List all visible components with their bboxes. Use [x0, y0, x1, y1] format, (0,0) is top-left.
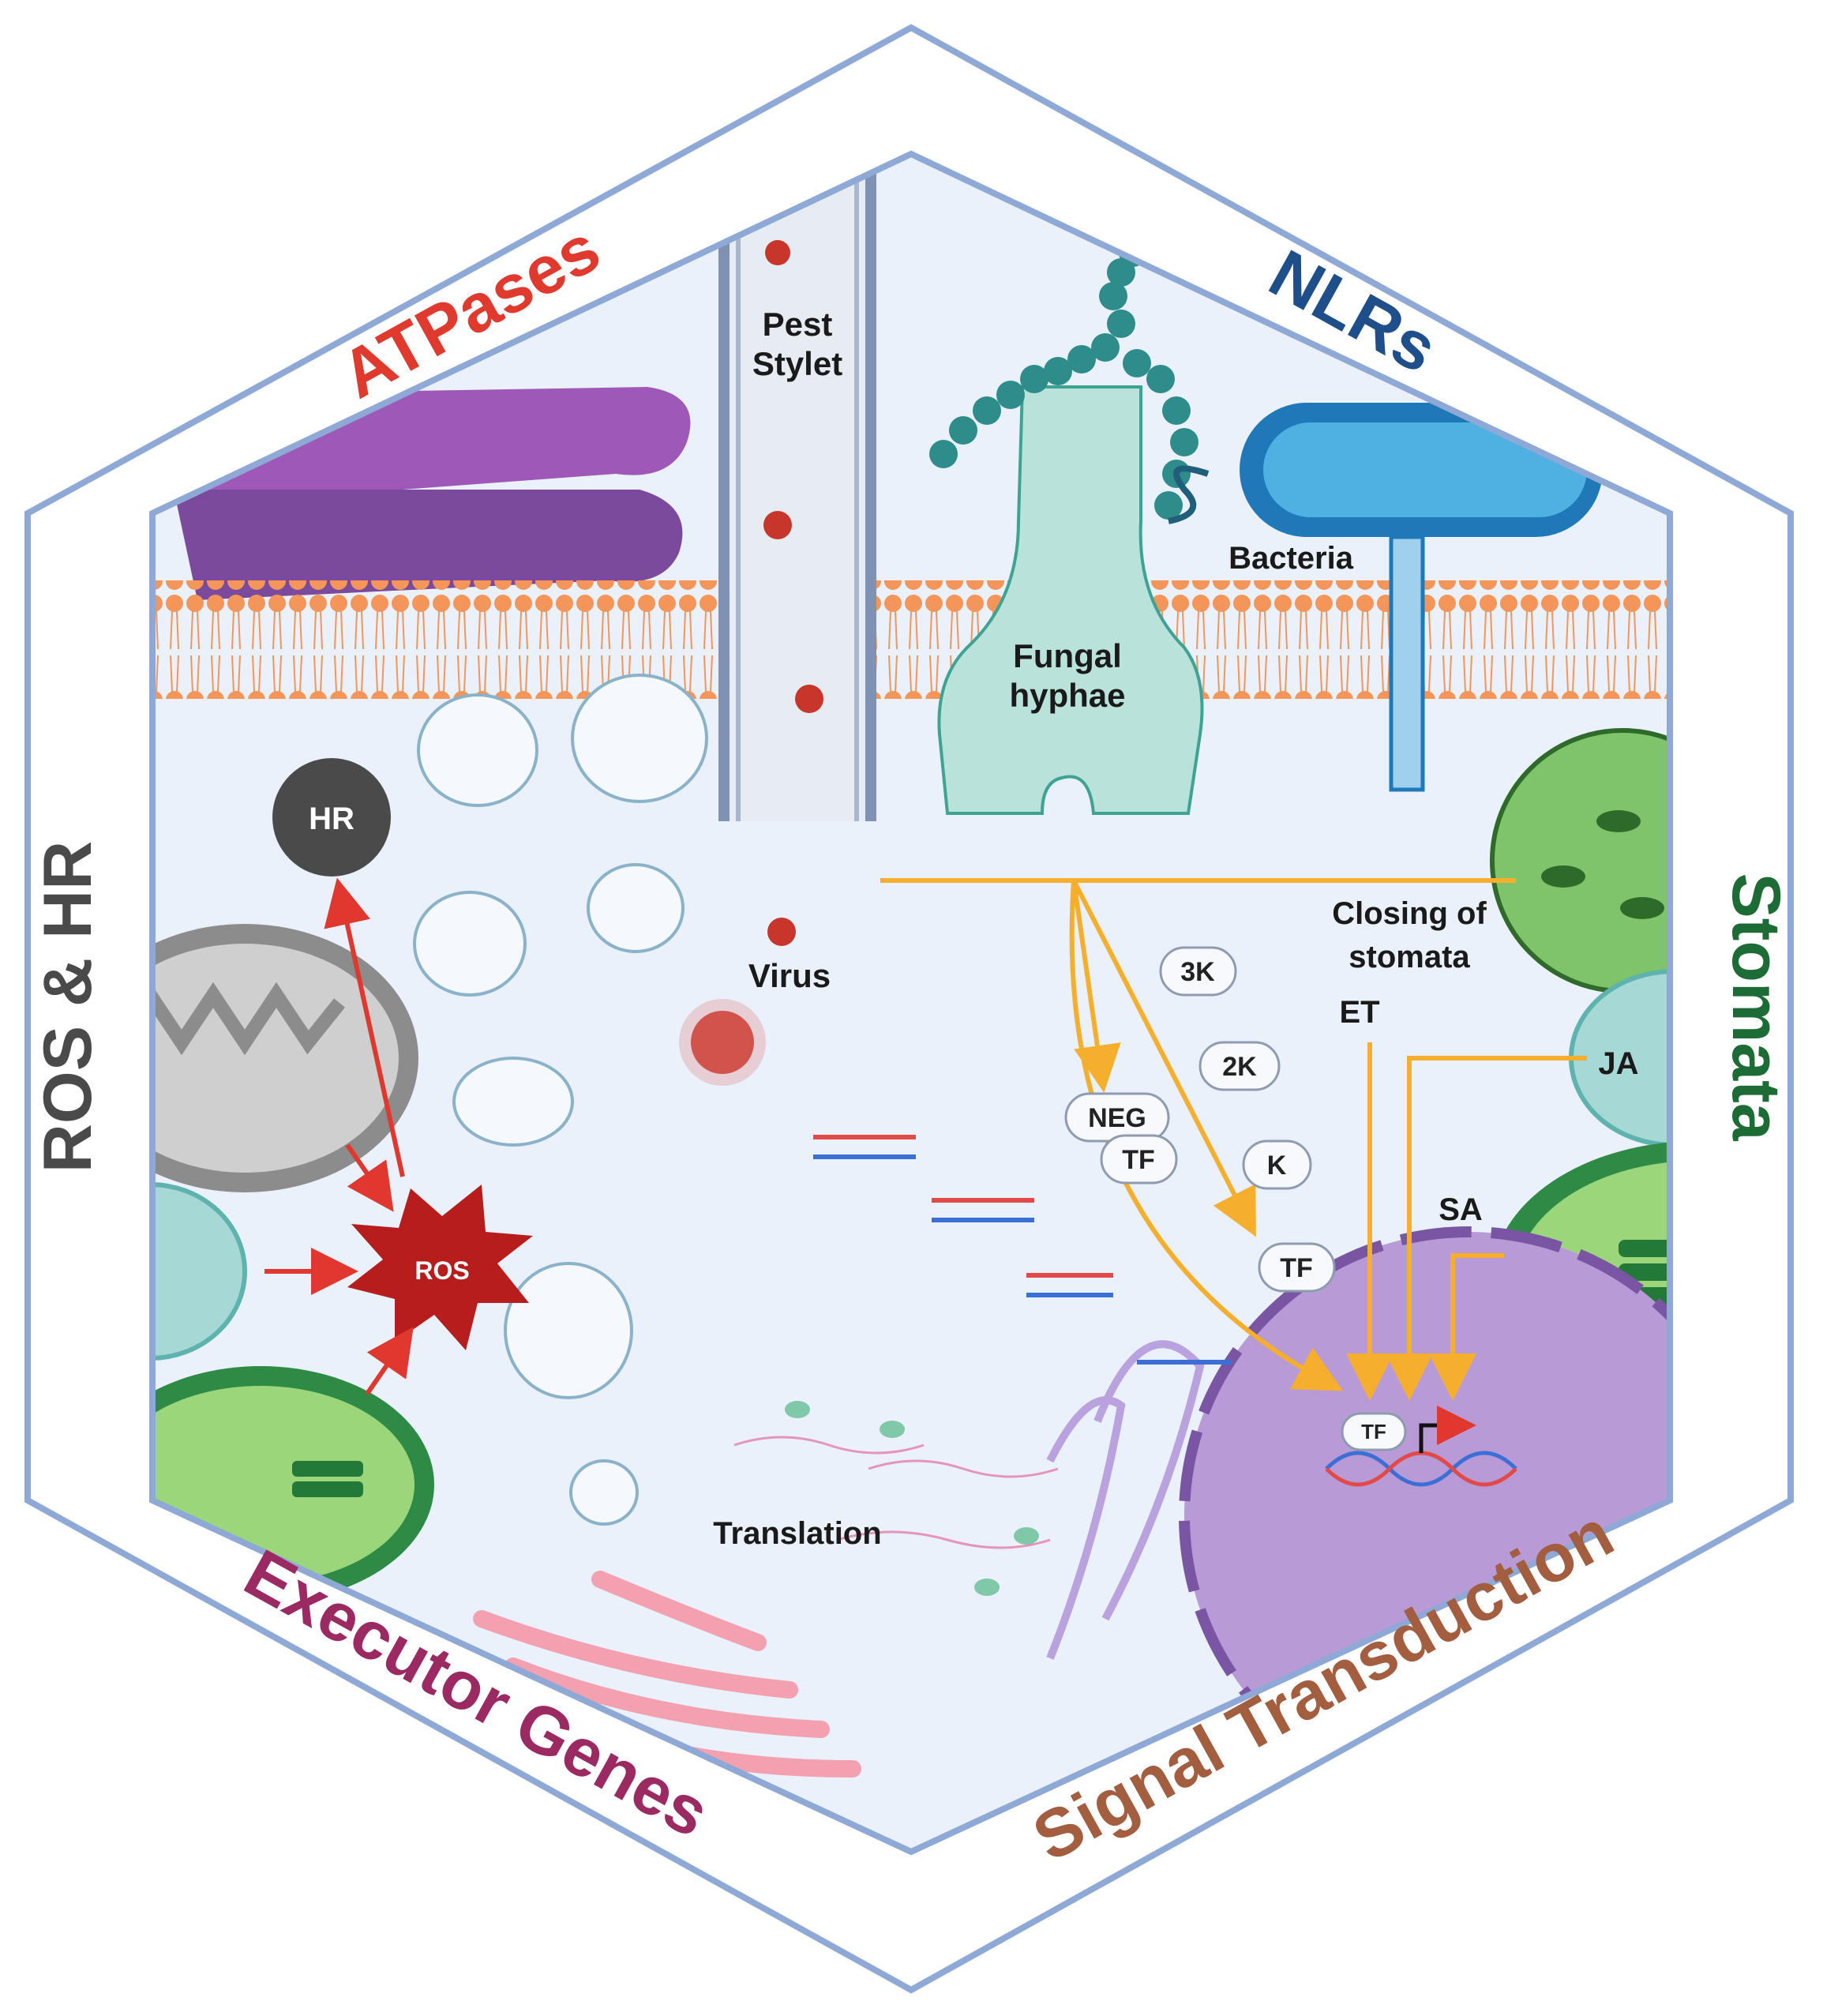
hr-label: HR: [309, 802, 354, 836]
virus-large-icon: [679, 999, 766, 1086]
inner-hexagon-border: [149, 150, 1673, 1856]
dna-ladder-icon: [813, 1135, 1232, 1365]
pill-2k: 2K: [1222, 1052, 1257, 1082]
et-label: ET: [1339, 995, 1379, 1030]
pest-label-2: Stylet: [752, 345, 842, 382]
pest-label-1: Pest: [763, 306, 833, 343]
mrna-strand: [733, 1436, 1059, 1549]
sa-label: SA: [1439, 1192, 1483, 1227]
fungal-label-1: Fungal: [1013, 637, 1122, 674]
pill-k: K: [1267, 1151, 1287, 1181]
ros-label: ROS: [414, 1256, 469, 1285]
pill-tf-nucleus: TF: [1361, 1420, 1386, 1443]
pill-tf-neg: TF: [1122, 1145, 1155, 1175]
hr-cell-icon: [272, 758, 391, 877]
bacteria-label: Bacteria: [1228, 541, 1354, 576]
fungal-hyphae: [929, 238, 1204, 815]
pill-tf: TF: [1280, 1253, 1313, 1283]
virus-label: Virus: [748, 957, 831, 994]
pest-stylet: [718, 158, 876, 821]
ros-arrows: [264, 877, 414, 1395]
mitochondrion: [152, 924, 418, 1192]
ja-label: JA: [1598, 1046, 1638, 1081]
translation-label: Translation: [713, 1516, 881, 1551]
signal-pills: [1064, 946, 1407, 1451]
ros-burst-icon: [347, 1184, 533, 1350]
pill-neg: NEG: [1088, 1103, 1146, 1133]
closing-label-1: Closing of: [1332, 896, 1487, 931]
transcription-start-arrow-icon: [1419, 1406, 1476, 1453]
fungal-label-2: hyphae: [1009, 677, 1125, 714]
ribosome: [785, 1401, 1039, 1596]
lipid-bilayer: [152, 580, 1670, 699]
side-label-stomata: Stomata: [1718, 873, 1794, 1141]
vesicle: [413, 674, 708, 1526]
side-label-ros-hr: ROS & HR: [30, 841, 106, 1173]
endoplasmic-reticulum: [1046, 1340, 1205, 1660]
virus-particle: [763, 240, 823, 946]
dna-double-helix: [1325, 1451, 1517, 1487]
closing-label-2: stomata: [1348, 940, 1470, 974]
vacuole-left-icon: [152, 1182, 247, 1361]
pill-3k: 3K: [1180, 957, 1215, 987]
